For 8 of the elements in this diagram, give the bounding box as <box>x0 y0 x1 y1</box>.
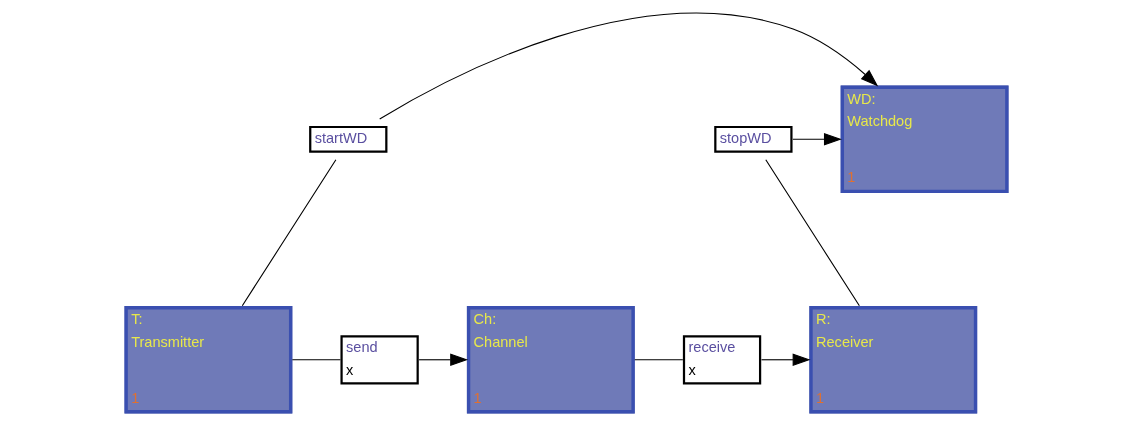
connector <box>291 359 341 361</box>
connector <box>633 359 683 361</box>
arrow <box>760 353 811 367</box>
connector <box>764 159 860 307</box>
arrow <box>378 13 878 120</box>
arrow <box>791 133 842 146</box>
connector <box>241 159 336 307</box>
arrow <box>418 353 468 367</box>
